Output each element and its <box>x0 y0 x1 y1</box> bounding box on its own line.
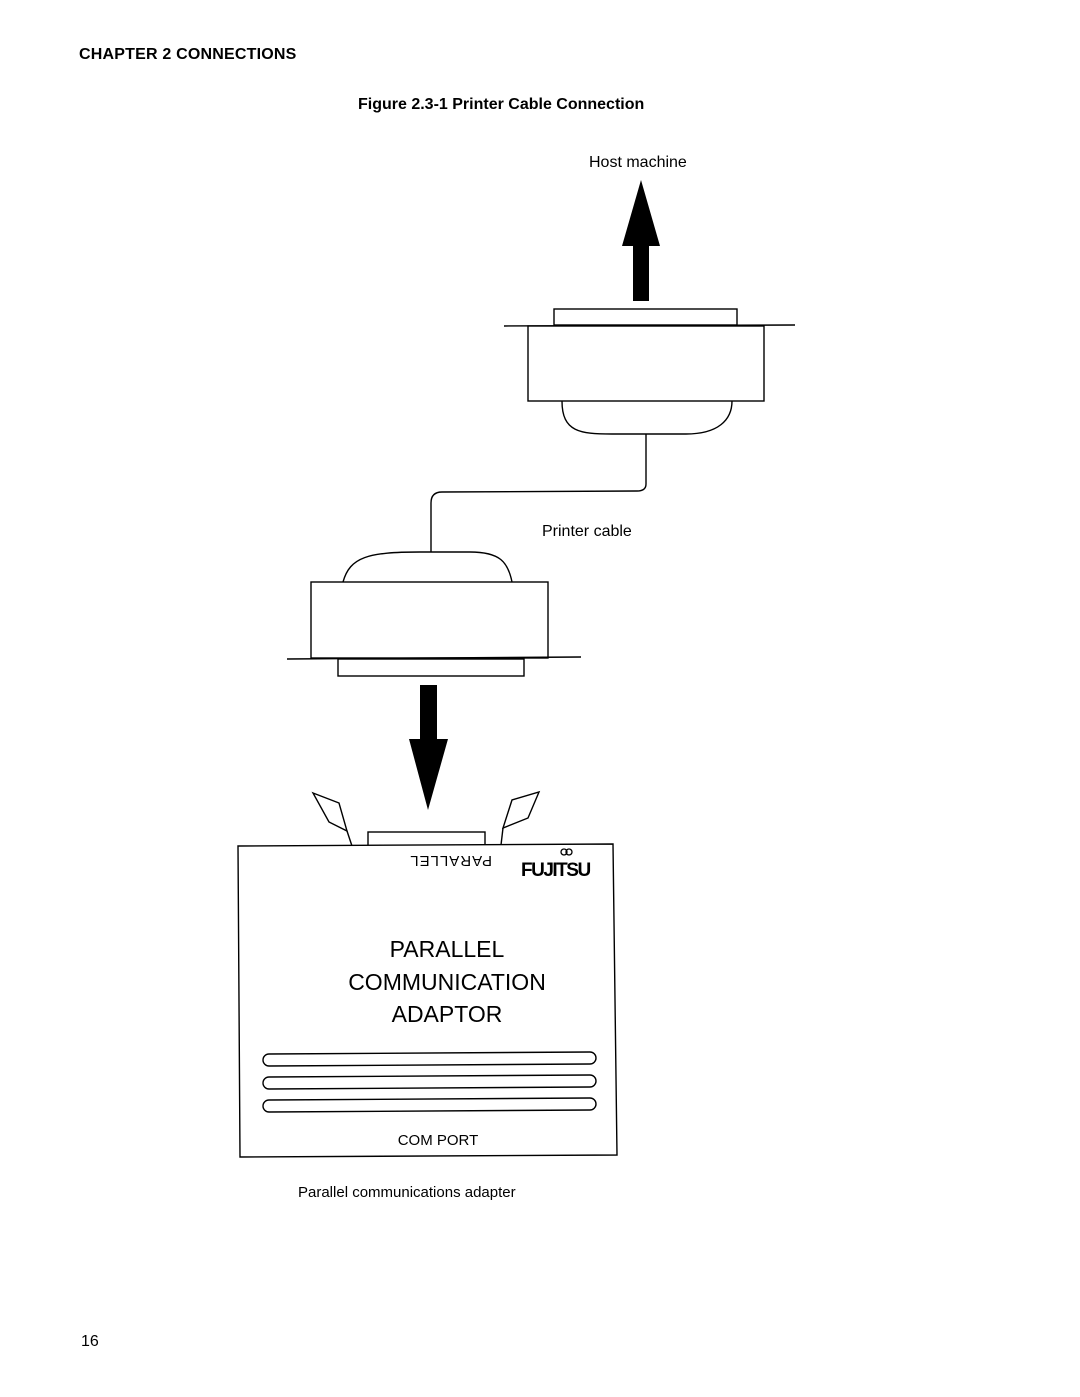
figure-title: Figure 2.3-1 Printer Cable Connection <box>358 96 645 113</box>
adapter-title-line-2: COMMUNICATION <box>348 969 546 995</box>
page-number: 16 <box>81 1333 99 1350</box>
host-machine-label: Host machine <box>589 154 687 171</box>
up-arrow-icon <box>622 180 660 301</box>
adapter-body <box>237 843 618 1158</box>
adapter-caption: Parallel communications adapter <box>298 1184 516 1201</box>
chapter-heading: CHAPTER 2 CONNECTIONS <box>79 46 297 63</box>
com-port-label: COM PORT <box>398 1132 479 1149</box>
svg-text:FUJITSU: FUJITSU <box>521 860 590 881</box>
adapter-parallel-port <box>367 831 486 847</box>
printer-cable-label: Printer cable <box>542 523 632 540</box>
adapter-title-line-1: PARALLEL <box>390 936 505 962</box>
fujitsu-logo: FUJITSU <box>521 848 592 881</box>
down-arrow-icon <box>409 685 448 810</box>
adapter-port-label: PARALLEL <box>409 852 492 869</box>
left-latch-icon <box>311 791 353 847</box>
host-side-connector <box>503 308 796 435</box>
adapter-vent-slots <box>262 1051 597 1113</box>
printer-cable <box>430 434 647 552</box>
adapter-side-connector <box>286 551 582 677</box>
right-latch-icon <box>500 790 541 846</box>
adapter-title-line-3: ADAPTOR <box>392 1001 503 1027</box>
